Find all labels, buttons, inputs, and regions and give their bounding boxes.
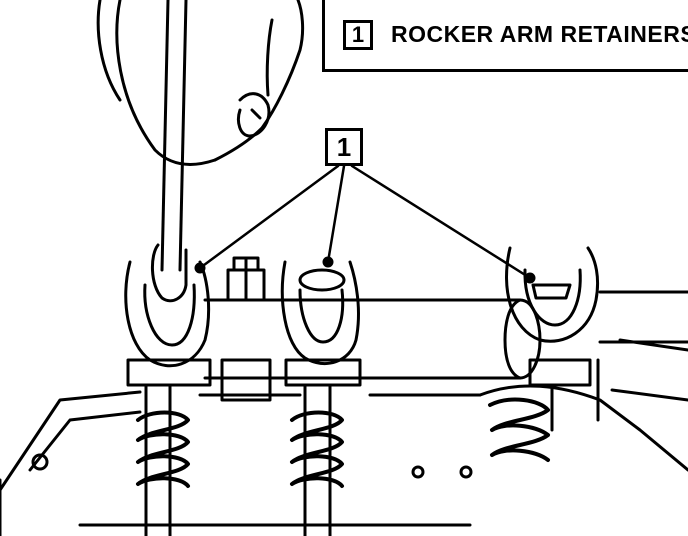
callout-number-box: 1 xyxy=(325,128,363,166)
rocker-pedestal xyxy=(220,256,272,402)
rocker-arm-right xyxy=(505,246,600,432)
pry-tool xyxy=(151,0,188,303)
leader-tip-left xyxy=(194,262,206,274)
legend-number-box: 1 xyxy=(343,20,373,50)
valve-springs xyxy=(136,397,550,488)
leader-tip-right xyxy=(524,272,536,284)
legend-box: 1 ROCKER ARM RETAINERS xyxy=(322,0,688,72)
hand-drawing xyxy=(96,0,305,166)
cylinder-head xyxy=(0,338,688,536)
rocker-arm-middle xyxy=(280,260,362,536)
rocker-shaft xyxy=(203,290,688,380)
legend-label: ROCKER ARM RETAINERS xyxy=(391,21,688,47)
callout-leaders xyxy=(198,164,532,280)
rocker-arm-left xyxy=(124,260,212,536)
leader-tip-middle xyxy=(322,256,334,268)
